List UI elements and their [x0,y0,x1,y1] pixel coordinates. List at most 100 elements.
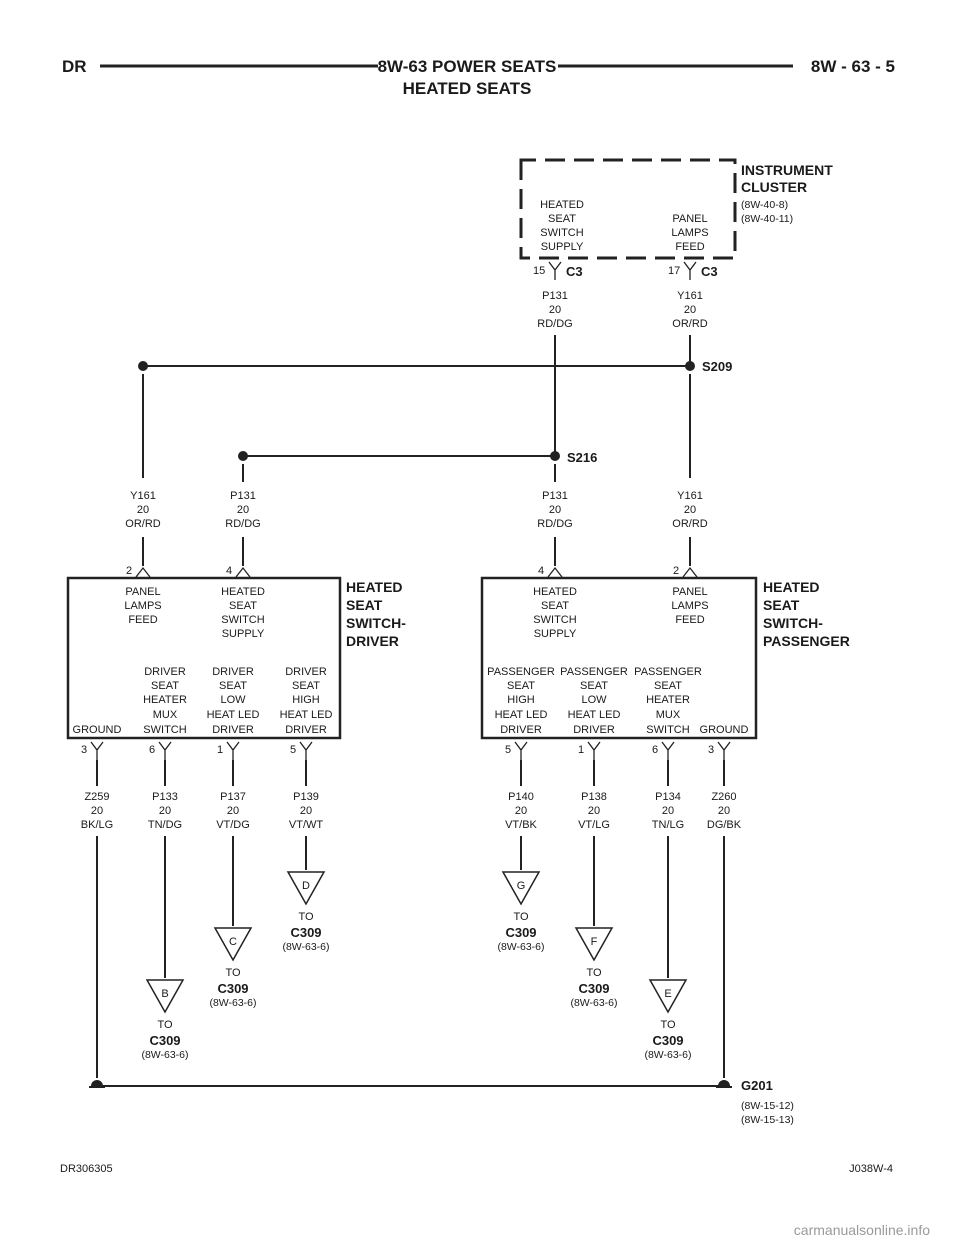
passenger-top-label: PANEL [672,586,707,598]
cluster-pin17-line2: LAMPS [671,227,708,239]
passenger-top-label: SEAT [541,600,569,612]
header-section-code: DR [62,57,87,76]
passenger-top-label: SUPPLY [534,628,577,640]
driver-pin4-terminal [235,566,251,578]
splice-s216-label: S216 [567,450,597,465]
svg-text:VT/DG: VT/DG [216,819,250,831]
svg-text:G: G [517,880,526,892]
passenger-bottom-label: MUX [656,709,681,721]
header-page-number: 8W - 63 - 5 [811,57,895,76]
driver-bottom-label: SEAT [219,680,247,692]
svg-text:Y161: Y161 [677,290,703,302]
passenger-bottom-label: HEATER [646,694,690,706]
svg-text:VT/LG: VT/LG [578,819,610,831]
svg-text:20: 20 [515,805,527,817]
offpage-connector-e: E TO C309 (8W-63-6) [644,979,692,1061]
driver-pin5-number: 5 [290,744,296,756]
splice-end-left2 [238,451,248,461]
passenger-switch-box [480,576,758,740]
svg-text:C: C [229,936,237,948]
svg-text:F: F [591,936,598,948]
driver-bottom-label: DRIVER [285,724,327,736]
wire-label-y161-driver: Y161 20 OR/RD [125,490,161,530]
driver-bottom-label: DRIVER [285,666,327,678]
passenger-top-label: LAMPS [671,600,708,612]
svg-text:20: 20 [227,805,239,817]
svg-text:RD/DG: RD/DG [537,318,572,330]
driver-pin6-terminal [158,741,172,760]
watermark: carmanualsonline.info [793,1222,930,1238]
svg-text:TO: TO [298,911,314,923]
svg-text:C309: C309 [149,1033,180,1048]
splice-s209-dot [685,361,695,371]
splice-end-left [138,361,148,371]
svg-text:Y161: Y161 [677,490,703,502]
passenger-switch-name: HEATED [763,579,820,595]
svg-text:Z259: Z259 [84,791,109,803]
footer-figure-id: DR306305 [60,1163,113,1175]
wire-label-p131-passenger: P131 20 RD/DG [537,490,572,530]
svg-text:20: 20 [159,805,171,817]
cluster-pin17-connector: C3 [701,264,718,279]
ground-g201: G201 (8W-15-12) (8W-15-13) [89,1078,794,1126]
wire-label-p133: P133 20 TN/DG [148,791,182,831]
driver-top-label: PANEL [125,586,160,598]
cluster-pin17-line1: PANEL [672,213,707,225]
wire-label-p131-top: P131 20 RD/DG [537,290,572,330]
driver-top-label: SUPPLY [222,628,265,640]
driver-pin5-terminal [299,741,313,760]
ground-ref2: (8W-15-13) [741,1114,794,1126]
svg-text:P138: P138 [581,791,607,803]
wire-label-y161-passenger: Y161 20 OR/RD [672,490,708,530]
driver-bottom-label: HIGH [292,694,320,706]
cluster-ref2: (8W-40-11) [741,213,793,225]
svg-text:TN/DG: TN/DG [148,819,182,831]
cluster-pin15-connector: C3 [566,264,583,279]
svg-text:Y161: Y161 [130,490,156,502]
svg-text:20: 20 [300,805,312,817]
svg-text:TO: TO [586,967,602,979]
cluster-pin15-line1: HEATED [540,199,584,211]
wire-label-z260: Z260 20 DG/BK [707,791,742,831]
driver-bottom-label: GROUND [73,724,122,736]
offpage-connector-g: G TO C309 (8W-63-6) [497,871,545,953]
svg-text:C309: C309 [578,981,609,996]
passenger-pin3-terminal [717,741,731,760]
driver-bottom-label: MUX [153,709,178,721]
cluster-connector-pin17: 17 C3 [668,261,718,280]
svg-text:20: 20 [718,805,730,817]
passenger-bottom-label: SWITCH [646,724,689,736]
svg-text:TO: TO [157,1019,173,1031]
svg-text:20: 20 [91,805,103,817]
driver-pin2-terminal [135,566,151,578]
cluster-pin15-line2: SEAT [548,213,576,225]
driver-top-label: SEAT [229,600,257,612]
passenger-bottom-label: LOW [581,694,607,706]
svg-text:20: 20 [684,304,696,316]
driver-bottom-label: HEATER [143,694,187,706]
cluster-pin17-line3: FEED [675,241,704,253]
passenger-bottom-label: SEAT [580,680,608,692]
svg-text:B: B [161,988,168,1000]
header-title: 8W-63 POWER SEATS [378,57,557,76]
passenger-top-label: HEATED [533,586,577,598]
cluster-ref1: (8W-40-8) [741,199,788,211]
passenger-switch-name: SWITCH- [763,615,823,631]
svg-text:(8W-63-6): (8W-63-6) [570,997,617,1009]
driver-top-label: LAMPS [124,600,161,612]
svg-text:DG/BK: DG/BK [707,819,742,831]
driver-pin3-terminal [90,741,104,760]
driver-top-label: FEED [128,614,157,626]
driver-pin3-number: 3 [81,744,87,756]
svg-text:TN/LG: TN/LG [652,819,684,831]
svg-text:P137: P137 [220,791,246,803]
passenger-switch-name: SEAT [763,597,800,613]
driver-bottom-label: SWITCH [143,724,186,736]
offpage-connector-c: C TO C309 (8W-63-6) [209,927,257,1009]
driver-pin1-number: 1 [217,744,223,756]
wire-label-y161-top: Y161 20 OR/RD [672,290,708,330]
driver-top-label: HEATED [221,586,265,598]
svg-text:(8W-63-6): (8W-63-6) [497,941,544,953]
driver-bottom-label: LOW [220,694,246,706]
